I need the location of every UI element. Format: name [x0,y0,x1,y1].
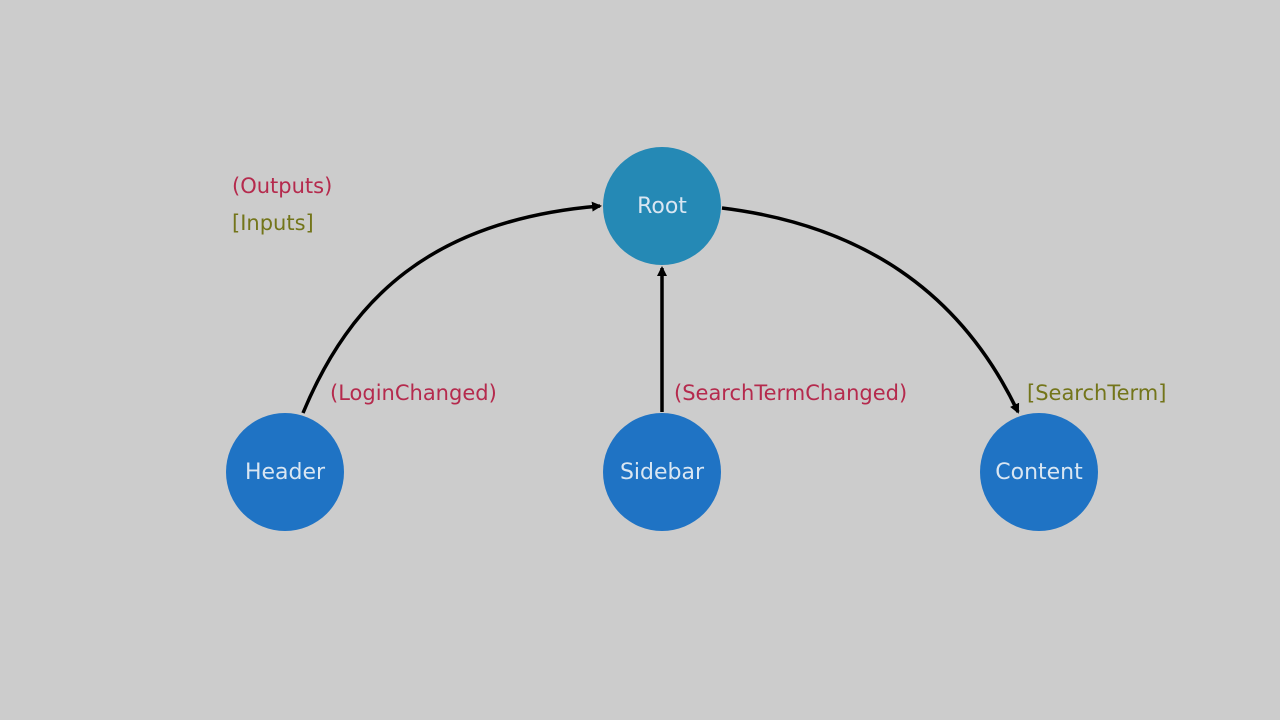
edge-label-search-term: [SearchTerm] [1027,381,1167,405]
node-root-label: Root [637,193,687,219]
legend-inputs: [Inputs] [232,211,314,235]
node-sidebar-label: Sidebar [619,459,705,485]
edge-label-search-term-changed: (SearchTermChanged) [674,381,908,405]
edge-label-login-changed: (LoginChanged) [330,381,497,405]
node-root: Root [603,147,721,265]
node-sidebar: Sidebar [603,413,721,531]
edge-header-to-root [301,201,602,414]
node-content: Content [980,413,1098,531]
edge-root-to-content [721,206,1020,414]
node-header: Header [226,413,344,531]
legend-outputs: (Outputs) [232,174,333,198]
node-header-label: Header [244,459,326,485]
node-content-label: Content [995,459,1083,485]
